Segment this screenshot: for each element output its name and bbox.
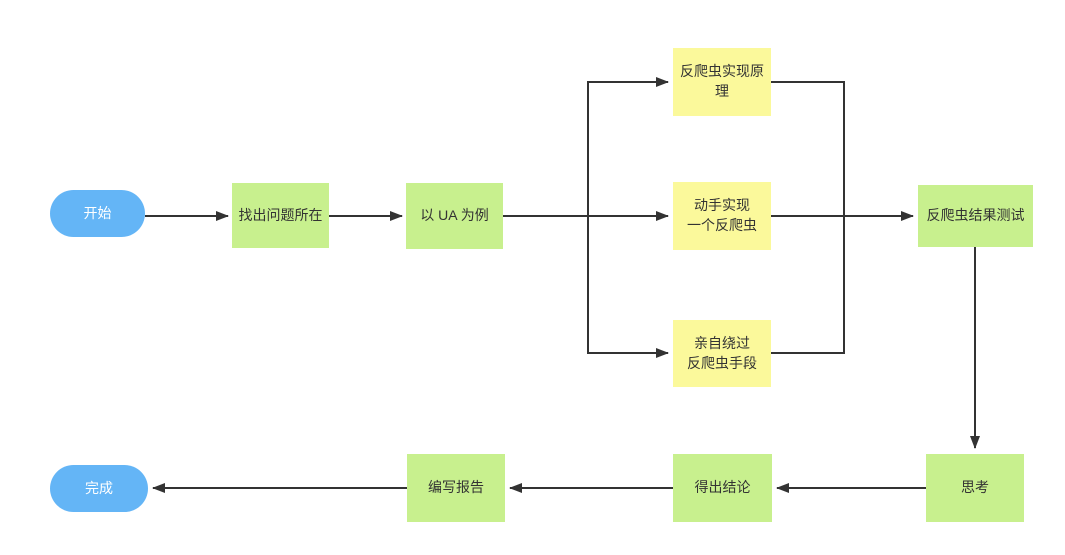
edge-ua-principle [587, 77, 669, 216]
node-result-test[interactable]: 反爬虫结果测试 [918, 185, 1033, 247]
node-start[interactable]: 开始 [50, 190, 145, 237]
node-find-problem[interactable]: 找出问题所在 [232, 183, 329, 248]
node-done[interactable]: 完成 [50, 465, 148, 512]
node-build-anti-spider[interactable]: 动手实现 一个反爬虫 [673, 182, 771, 250]
node-think[interactable]: 思考 [926, 454, 1024, 522]
node-write-report[interactable]: 编写报告 [407, 454, 505, 522]
node-anti-spider-principle[interactable]: 反爬虫实现原 理 [673, 48, 771, 116]
edge-principle-test [771, 81, 845, 216]
node-bypass-anti-spider[interactable]: 亲自绕过 反爬虫手段 [673, 320, 771, 387]
node-conclusion[interactable]: 得出结论 [673, 454, 772, 522]
node-ua-example[interactable]: 以 UA 为例 [406, 183, 503, 249]
edge-bypass-test [771, 216, 845, 354]
edge-ua-bypass [587, 216, 669, 358]
